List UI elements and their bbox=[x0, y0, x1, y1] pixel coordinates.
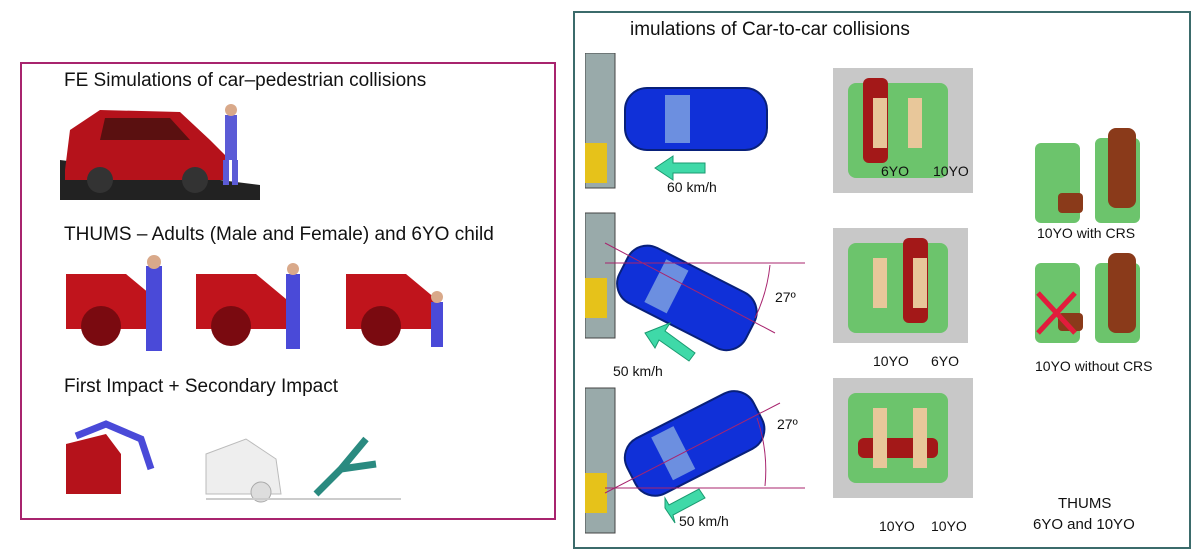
crs-comparison-images bbox=[1035, 128, 1140, 343]
angle-label-3: 27º bbox=[777, 416, 798, 432]
angle-label-2: 27º bbox=[775, 289, 796, 305]
model-line1: THUMS bbox=[1058, 495, 1112, 512]
occupant-1a: 6YO bbox=[881, 163, 910, 179]
pedestrian-collision-panel: FE Simulations of car–pedestrian collisi… bbox=[20, 62, 556, 520]
speed-label-1: 60 km/h bbox=[667, 179, 717, 195]
rear-seat-occupant-images bbox=[833, 68, 973, 498]
impact-sequence-image bbox=[66, 420, 401, 503]
car-straight bbox=[624, 87, 768, 151]
crs-without-label: 10YO without CRS bbox=[1035, 358, 1153, 374]
occupant-3b: 10YO bbox=[931, 518, 967, 534]
crs-with-label: 10YO with CRS bbox=[1037, 225, 1136, 241]
arrow-60kmh bbox=[654, 155, 706, 181]
thums-heading: THUMS – Adults (Male and Female) and 6YO… bbox=[64, 224, 494, 245]
thums-models-image bbox=[66, 255, 443, 351]
impact-heading: First Impact + Secondary Impact bbox=[64, 376, 339, 397]
collision-configurations-image bbox=[585, 53, 805, 534]
car-to-car-title: imulations of Car-to-car collisions bbox=[630, 19, 910, 40]
car-to-car-panel: imulations of Car-to-car collisions 60 k… bbox=[573, 11, 1191, 549]
car-pedestrian-image bbox=[60, 104, 260, 200]
model-line2: 6YO and 10YO bbox=[1033, 516, 1135, 533]
occupant-2b: 6YO bbox=[931, 353, 960, 369]
occupant-1b: 10YO bbox=[933, 163, 969, 179]
pedestrian-title: FE Simulations of car–pedestrian collisi… bbox=[64, 70, 427, 91]
no-crs-x-icon bbox=[1036, 291, 1077, 335]
occupant-2a: 10YO bbox=[873, 353, 909, 369]
speed-label-2: 50 km/h bbox=[613, 363, 663, 379]
speed-label-3: 50 km/h bbox=[679, 513, 729, 529]
occupant-3a: 10YO bbox=[879, 518, 915, 534]
